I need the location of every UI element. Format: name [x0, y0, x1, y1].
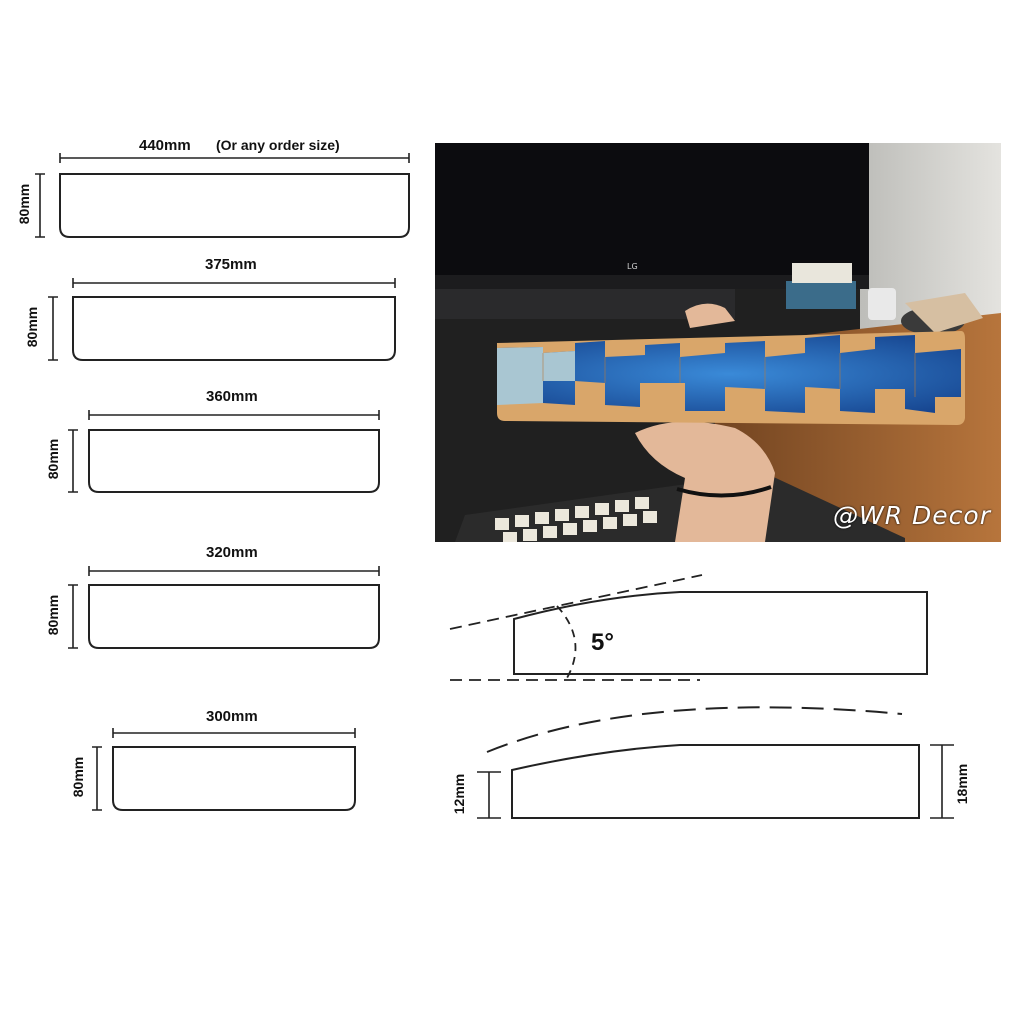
height-dim-line-300	[92, 746, 102, 811]
height-label-375: 80mm	[24, 306, 41, 348]
width-label-320: 320mm	[206, 544, 258, 561]
height-label-320: 80mm	[45, 594, 62, 636]
width-dim-line-300	[112, 728, 356, 738]
height-dim-line-375	[48, 296, 58, 361]
hand	[635, 421, 775, 542]
outline-320	[88, 584, 380, 649]
height-label-300: 80mm	[70, 756, 87, 798]
photo-scene: LG	[435, 143, 1001, 542]
watermark: @WR Decor	[833, 501, 991, 530]
monitor-brand: LG	[627, 262, 638, 271]
outline-300	[112, 746, 356, 811]
wrist-rest	[497, 331, 965, 425]
width-dim-line-375	[72, 278, 396, 288]
width-dim-line-440	[59, 153, 410, 163]
width-label-440: 440mm	[139, 137, 191, 154]
width-label-300: 300mm	[206, 708, 258, 725]
height-dim-line-320	[68, 584, 78, 649]
outline-440	[59, 173, 410, 238]
height-label-360: 80mm	[45, 438, 62, 480]
height-profile	[477, 706, 954, 819]
front-height-label: 12mm	[451, 773, 468, 815]
outline-375	[72, 296, 396, 361]
height-dim-line-440	[35, 173, 45, 238]
outline-360	[88, 429, 380, 493]
tilt-profile	[449, 574, 928, 681]
width-label-375: 375mm	[205, 256, 257, 273]
width-dim-line-320	[88, 566, 380, 576]
size-note: (Or any order size)	[216, 137, 340, 153]
product-photo: LG	[435, 143, 1001, 542]
height-label-440: 80mm	[16, 183, 33, 225]
monitor	[435, 143, 869, 285]
back-height-label: 18mm	[954, 763, 971, 805]
width-label-360: 360mm	[206, 388, 258, 405]
width-dim-line-360	[88, 410, 380, 420]
height-dim-line-360	[68, 429, 78, 493]
angle-label: 5°	[591, 629, 614, 656]
